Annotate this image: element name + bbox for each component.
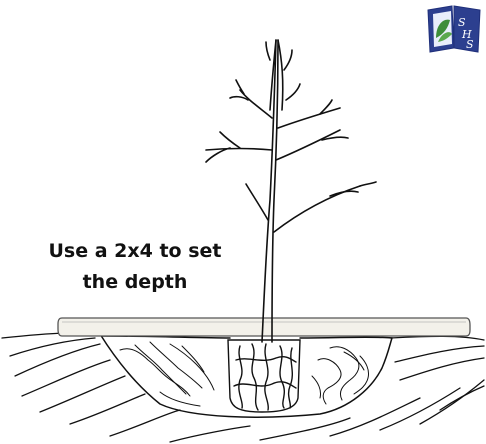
root-ball [228,340,300,412]
logo-letter-s2: S [466,38,474,51]
caption-line-2: the depth [30,267,240,298]
depth-caption: Use a 2x4 to set the depth [30,236,240,298]
caption-line-1: Use a 2x4 to set [30,236,240,267]
shs-logo: S H S [428,6,480,52]
two-by-four-board [58,318,470,336]
backfill-left [120,342,214,406]
